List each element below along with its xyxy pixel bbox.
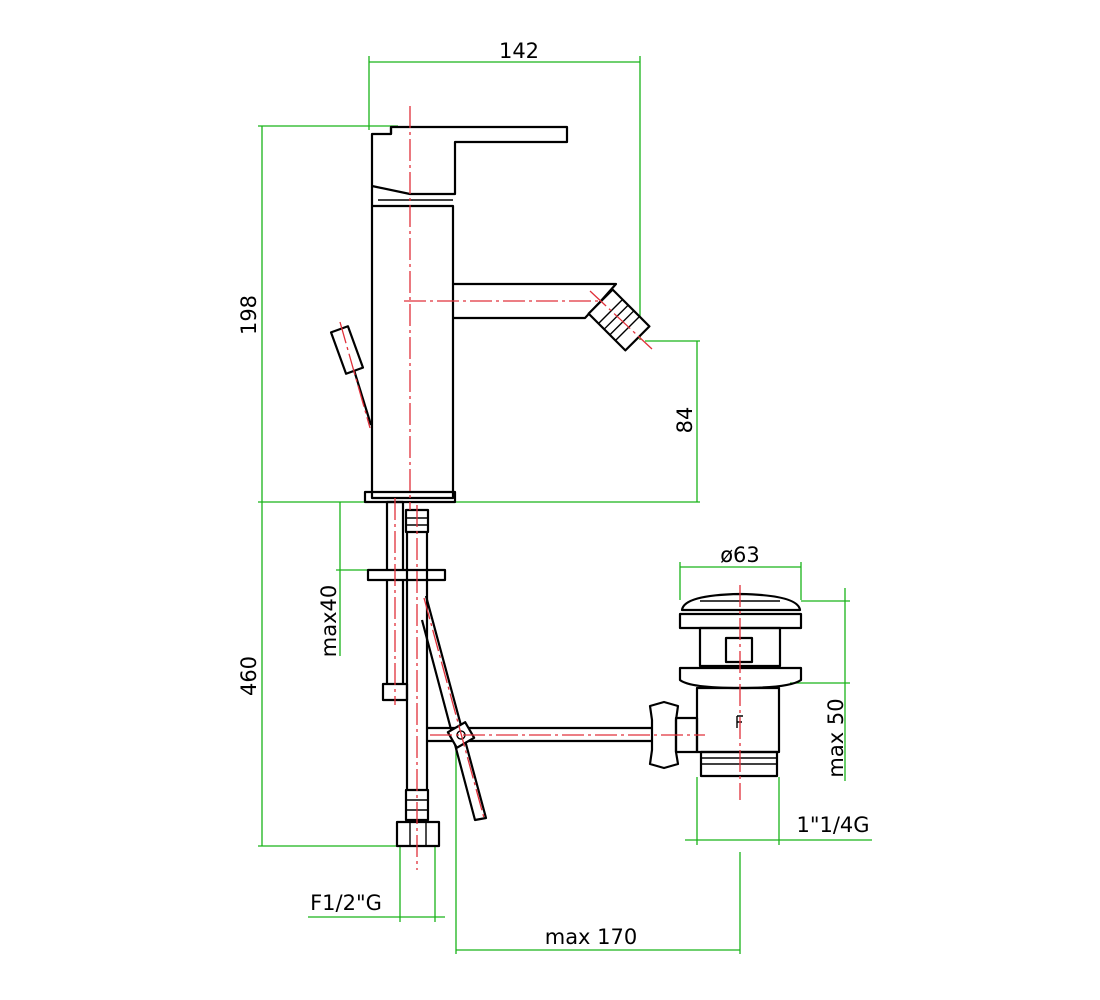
- dimension-label-width: 142: [499, 39, 539, 63]
- dimension-label-height: 198: [237, 295, 261, 335]
- dimension-label-waste-rise: max 50: [824, 698, 848, 777]
- mixer-body: [329, 125, 651, 504]
- dimension-label-supply-thread: F1/2"G: [310, 891, 382, 915]
- waste-assembly: [648, 592, 803, 778]
- dimension-label-deck-thickness: max40: [317, 585, 341, 657]
- dimension-labels: 142 198 84 460 max40 ø63 max 50 1"1/4G F…: [237, 39, 870, 949]
- dimension-lines: [258, 56, 872, 954]
- fixing-assembly: [366, 500, 652, 848]
- dimension-label-waste-diameter: ø63: [720, 543, 760, 567]
- center-lines: [339, 106, 741, 870]
- dimension-label-waste-thread: 1"1/4G: [796, 813, 869, 837]
- dimension-label-below-deck: 460: [237, 656, 261, 696]
- dimension-label-spout-height: 84: [673, 407, 697, 434]
- dimension-label-rod-reach: max 170: [545, 925, 638, 949]
